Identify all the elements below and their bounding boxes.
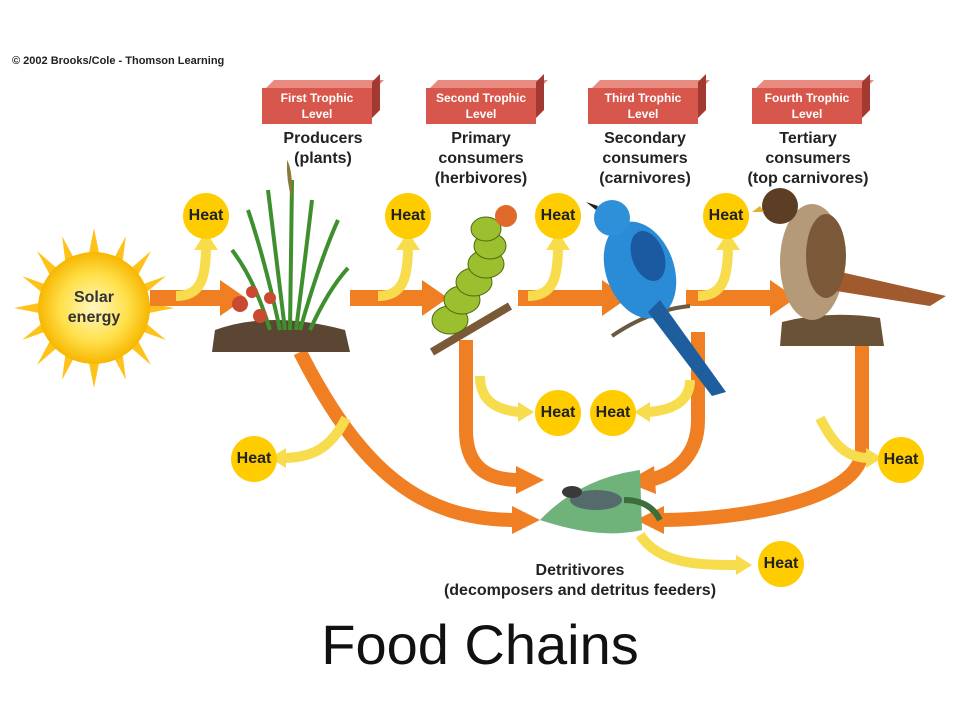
heat-badge: Heat (758, 541, 804, 587)
blue-bird-illustration (586, 200, 726, 396)
arrow-primary-to-secondary (518, 280, 628, 316)
trophic-level-2-label: Second Trophic Level (426, 88, 536, 124)
producers-label: Producers (plants) (283, 130, 363, 167)
heat-arrows (175, 245, 871, 570)
caterpillar-illustration (429, 205, 517, 356)
energy-flow-arrows (150, 280, 796, 316)
heat-badge: Heat (535, 193, 581, 239)
detritivores-illustration (540, 470, 663, 534)
producer-plants-illustration (212, 160, 350, 352)
heat-badge: Heat (703, 193, 749, 239)
page-title: Food Chains (321, 613, 639, 676)
arrow-sun-to-producers (150, 280, 246, 316)
secondary-consumers-label: Secondary consumers (carnivores) (599, 130, 691, 187)
detritivores-label: Detritivores (decomposers and detritus f… (443, 562, 717, 599)
trophic-level-2-box: Second Trophic Level (426, 74, 548, 124)
trophic-level-4-box: Fourth Trophic Level (752, 74, 874, 124)
tertiary-consumers-label: Tertiary consumers (top carnivores) (747, 130, 869, 187)
solar-energy-label: Solar energy (67, 289, 121, 326)
arrow-secondary-to-tertiary (686, 280, 796, 316)
arrow-producers-to-primary (350, 280, 448, 316)
heat-badge: Heat (535, 390, 581, 436)
trophic-level-4-label: Fourth Trophic Level (752, 88, 862, 124)
hawk-illustration (752, 188, 946, 346)
primary-consumers-label: Primary consumers (herbivores) (434, 130, 528, 187)
copyright-notice: © 2002 Brooks/Cole - Thomson Learning (12, 55, 225, 67)
heat-badge: Heat (183, 193, 229, 239)
heat-arrowheads (194, 232, 882, 575)
decomposer-arrowheads (512, 466, 664, 534)
heat-badge: Heat (231, 436, 277, 482)
heat-badge: Heat (385, 193, 431, 239)
trophic-level-1-box: First Trophic Level (262, 74, 384, 124)
trophic-level-3-box: Third Trophic Level (588, 74, 710, 124)
sun-icon (14, 228, 174, 388)
trophic-level-3-label: Third Trophic Level (588, 88, 698, 124)
heat-badge: Heat (878, 437, 924, 483)
trophic-level-1-label: First Trophic Level (262, 88, 372, 124)
heat-badge: Heat (590, 390, 636, 436)
